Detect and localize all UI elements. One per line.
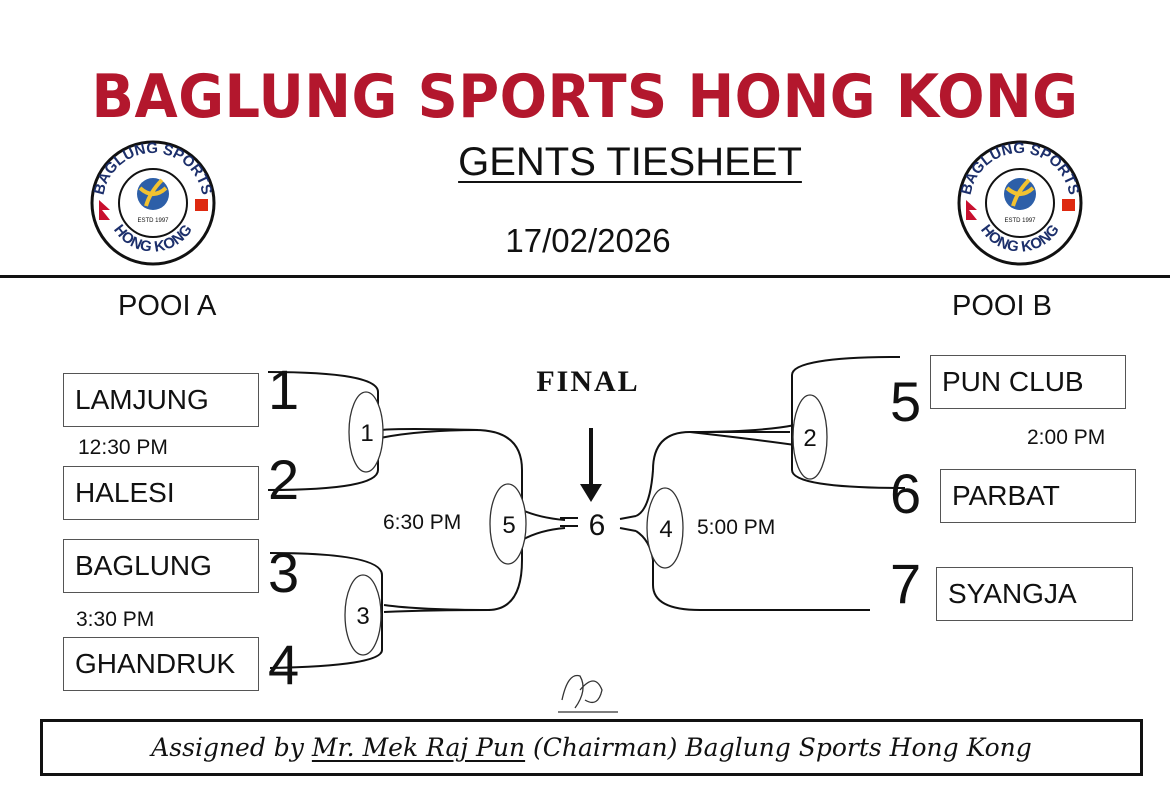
match-number-1: 1 — [360, 420, 373, 447]
divider — [0, 275, 1170, 278]
match-number-2: 2 — [803, 425, 816, 452]
match-time: 5:00 PM — [697, 516, 776, 539]
footer-prefix: Assigned by — [151, 733, 304, 762]
match-oval-4 — [646, 487, 684, 569]
svg-text:ESTD 1997: ESTD 1997 — [1004, 218, 1036, 224]
footer-assigned-by: Assigned by Mr. Mek Raj Pun (Chairman) B… — [40, 719, 1143, 776]
team-box: LAMJUNG — [63, 373, 259, 427]
match-time: 3:30 PM — [76, 608, 155, 631]
seed-number: 6 — [890, 462, 922, 525]
bracket-lines — [267, 356, 906, 669]
match-oval-3 — [344, 574, 382, 656]
footer-name: Mr. Mek Raj Pun — [311, 733, 526, 762]
pool-a-label: POOI A — [118, 290, 217, 322]
match-time: 2:00 PM — [1027, 426, 1106, 449]
match-time: 12:30 PM — [78, 436, 168, 459]
team-box: PARBAT — [940, 469, 1136, 523]
team-box: SYANGJA — [936, 567, 1133, 621]
final-match-number: 6 — [589, 509, 606, 542]
seed-number: 4 — [268, 633, 300, 696]
subtitle-text: GENTS TIESHEET — [458, 140, 802, 184]
match-oval-2 — [792, 394, 828, 480]
seed-number: 1 — [268, 358, 300, 421]
team-box: HALESI — [63, 466, 259, 520]
signature — [558, 674, 618, 713]
hk-flag-icon — [1062, 199, 1075, 211]
final-label: FINAL — [536, 365, 639, 398]
seed-number: 2 — [268, 448, 300, 511]
match-number-5: 5 — [502, 512, 515, 539]
match-number-4: 4 — [659, 516, 672, 543]
team-box: GHANDRUK — [63, 637, 259, 691]
match-oval-5 — [489, 483, 527, 565]
match-time: 6:30 PM — [383, 511, 462, 534]
seed-number: 5 — [890, 370, 922, 433]
match-ovals — [344, 391, 828, 656]
match-oval-1 — [348, 391, 384, 473]
seed-number: 7 — [890, 552, 922, 615]
seed-number: 3 — [268, 541, 300, 604]
club-logo-right: ESTD 1997 BAGLUNG SPORTS HONG KONG — [957, 140, 1083, 266]
team-box: BAGLUNG — [63, 539, 259, 593]
subtitle: GENTS TIESHEET — [0, 140, 1170, 185]
match-number-3: 3 — [356, 603, 369, 630]
hk-flag-icon — [195, 199, 208, 211]
nepal-flag-icon — [99, 200, 110, 220]
date: 17/02/2026 — [505, 222, 671, 259]
arrow-down-icon — [580, 484, 602, 502]
pool-b-label: POOI B — [952, 290, 1052, 322]
team-box: PUN CLUB — [930, 355, 1126, 409]
svg-text:ESTD 1997: ESTD 1997 — [137, 218, 169, 224]
club-logo-left: ESTD 1997 BAGLUNG SPORTS HONG KONG — [90, 140, 216, 266]
nepal-flag-icon — [966, 200, 977, 220]
footer-suffix: (Chairman) Baglung Sports Hong Kong — [533, 733, 1032, 762]
page-title: BAGLUNG SPORTS HONG KONG — [91, 62, 1079, 132]
